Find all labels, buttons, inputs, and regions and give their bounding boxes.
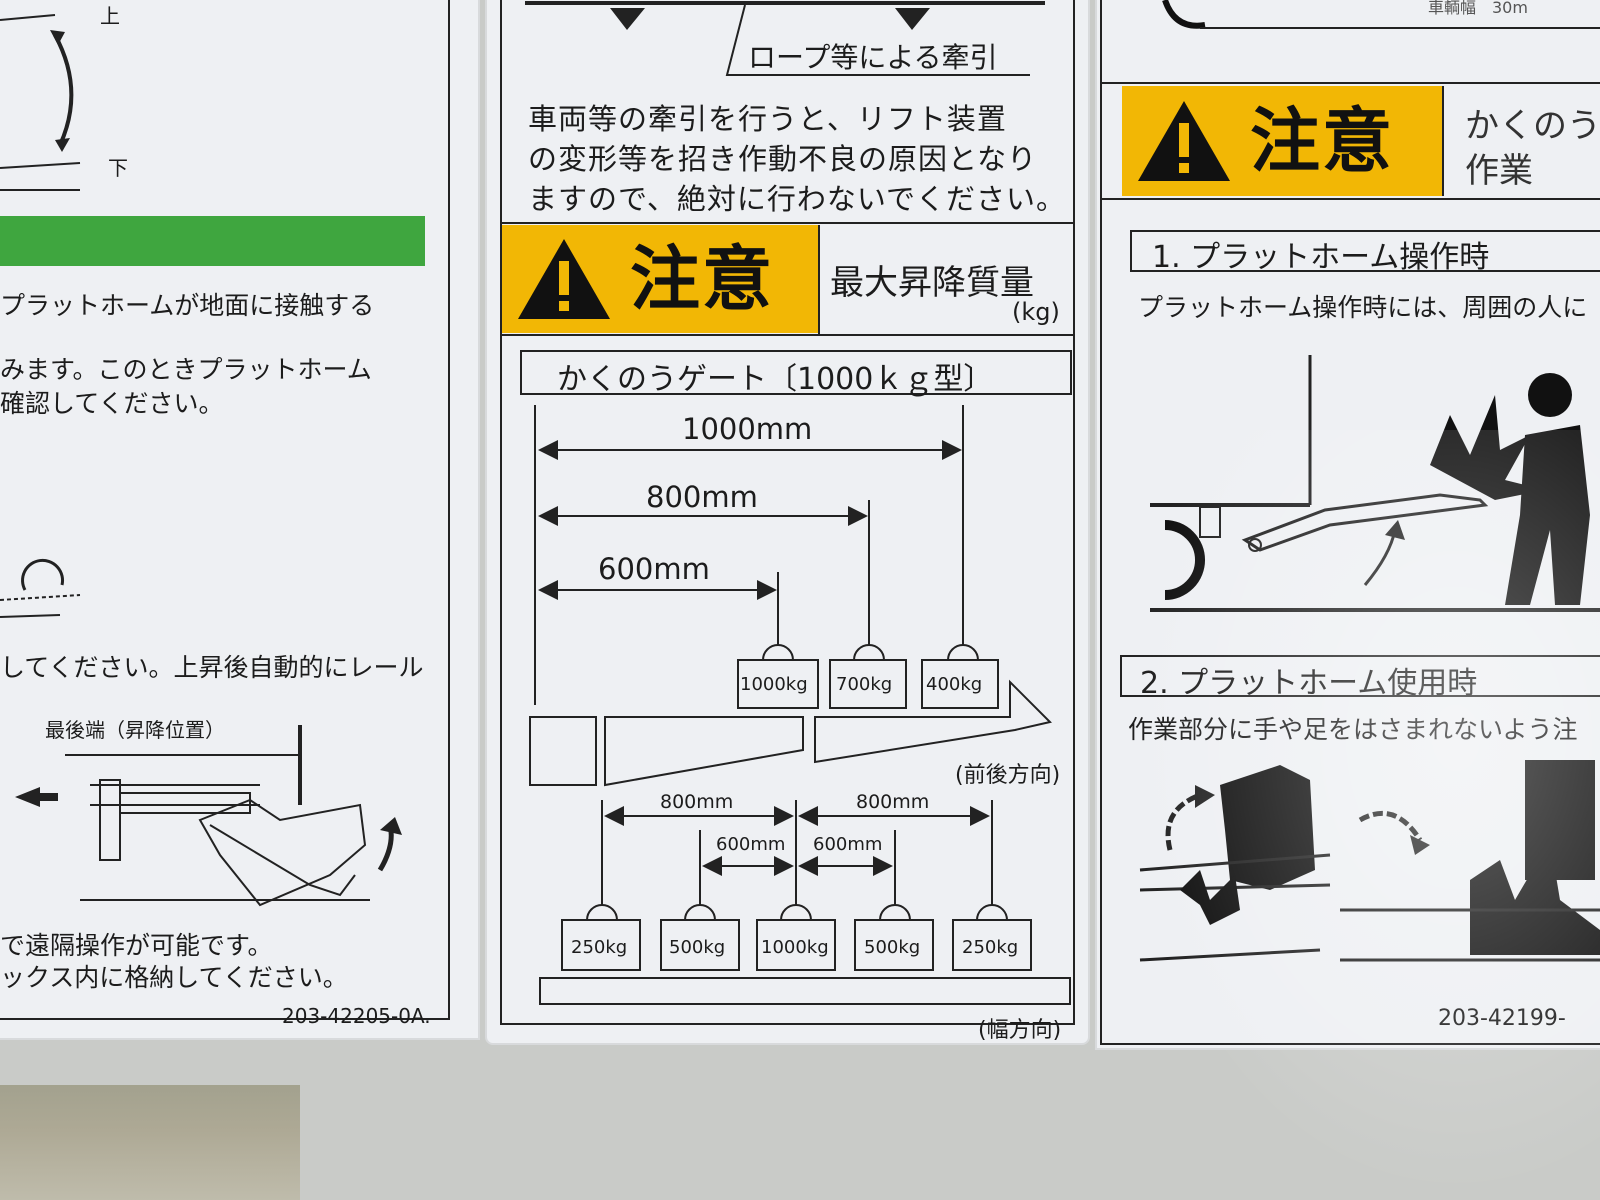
dim-1000mm: 1000mm	[682, 412, 813, 446]
left-text-line2: みます。このときプラットホーム	[0, 355, 372, 384]
section2-text: 作業部分に手や足をはさまれないよう注	[1128, 715, 1578, 744]
width-weight-250kg-right: 250kg	[962, 937, 1019, 958]
left-label-sticker	[0, 0, 480, 1040]
up-label: 上	[100, 4, 120, 28]
right-divider-top	[1100, 82, 1600, 84]
model-title: かくのうゲート〔1000ｋｇ型〕	[557, 362, 994, 397]
warning-triangle-icon	[1138, 101, 1230, 181]
center-divider-caution	[500, 334, 1075, 336]
max-load-title: 最大昇降質量	[830, 263, 1034, 303]
dim-800mm: 800mm	[646, 480, 758, 514]
section1-heading-box	[1130, 230, 1600, 272]
weight-700kg: 700kg	[836, 674, 893, 695]
dim-600mm: 600mm	[598, 552, 710, 586]
tow-warning-line3: ますので、絶対に行わないでください。	[528, 182, 1066, 216]
warning-triangle-icon	[518, 239, 610, 319]
section2-heading-box	[1120, 655, 1600, 697]
gate-stowing-diagram	[15, 725, 402, 907]
dirty-surface-patch	[0, 1085, 300, 1200]
width-direction: (幅方向)	[978, 1018, 1062, 1043]
rotate-arrow-icon	[0, 558, 81, 618]
section2-heading: 2. プラットホーム使用時	[1140, 666, 1478, 701]
tow-warning-arrows	[525, 1, 1045, 76]
lift-arc-diagram	[0, 14, 81, 191]
front-back-load-diagram	[529, 405, 1052, 787]
width-weight-1000kg: 1000kg	[761, 937, 829, 958]
left-label-frame	[0, 0, 450, 1020]
left-part-number: 203-42205-0A.	[282, 1004, 431, 1028]
left-text-line3: 確認してください。	[0, 389, 224, 418]
width-weight-500kg-right: 500kg	[864, 937, 921, 958]
section1-text: プラットホーム操作時には、周囲の人に	[1138, 293, 1588, 322]
right-label-frame	[1100, 0, 1600, 1045]
caution-word: 注意	[630, 238, 774, 320]
width-load-diagram	[539, 800, 1071, 1005]
down-label: 下	[108, 156, 128, 180]
section1-heading: 1. プラットホーム操作時	[1152, 240, 1490, 275]
tow-warning-line1: 車両等の牽引を行うと、リフト装置	[528, 102, 1007, 136]
width-dim-800mm-right: 800mm	[856, 791, 930, 813]
right-divider-caution	[1100, 198, 1600, 200]
right-part-number: 203-42199-	[1438, 1006, 1566, 1031]
width-dim-800mm-left: 800mm	[660, 791, 734, 813]
tow-warning-line2: の変形等を招き作動不良の原因となり	[528, 142, 1038, 176]
tow-label: ロープ等による牽引	[748, 41, 998, 74]
top-right-fragment-graphic	[1162, 0, 1600, 29]
model-title-box	[520, 350, 1072, 395]
caution-side-line1: かくのう	[1465, 106, 1600, 146]
center-caution-side-border	[818, 225, 820, 334]
width-weight-500kg-left: 500kg	[669, 937, 726, 958]
caution-word: 注意	[1250, 100, 1394, 182]
center-divider-top	[500, 222, 1075, 224]
left-text-line5: で遠隔操作が可能です。	[0, 931, 273, 960]
width-dim-600mm-right: 600mm	[813, 834, 883, 855]
max-load-unit: (kg)	[1012, 298, 1060, 326]
left-text-line4: してください。上昇後自動的にレール	[0, 653, 424, 682]
pinch-hazard-illustration	[1139, 760, 1600, 962]
weight-1000kg: 1000kg	[740, 674, 808, 695]
weight-400kg: 400kg	[926, 674, 983, 695]
center-label-frame	[500, 0, 1075, 1025]
top-right-fragment: 車輌幅 30m	[1428, 0, 1528, 17]
green-heading-bar	[0, 216, 425, 266]
front-back-direction: (前後方向)	[955, 763, 1061, 788]
rear-end-label: 最後端（昇降位置）	[45, 718, 225, 742]
left-text-line1: プラットホームが地面に接触する	[0, 291, 375, 320]
caution-side-line2: 作業	[1465, 151, 1533, 191]
center-caution-banner: 注意	[502, 225, 818, 333]
platform-operation-illustration	[1150, 355, 1600, 612]
right-caution-side-border	[1442, 86, 1444, 196]
width-weight-250kg-left: 250kg	[571, 937, 628, 958]
width-dim-600mm-left: 600mm	[716, 834, 786, 855]
left-text-line6: ックス内に格納してください。	[0, 963, 348, 992]
right-caution-banner: 注意	[1122, 86, 1442, 196]
